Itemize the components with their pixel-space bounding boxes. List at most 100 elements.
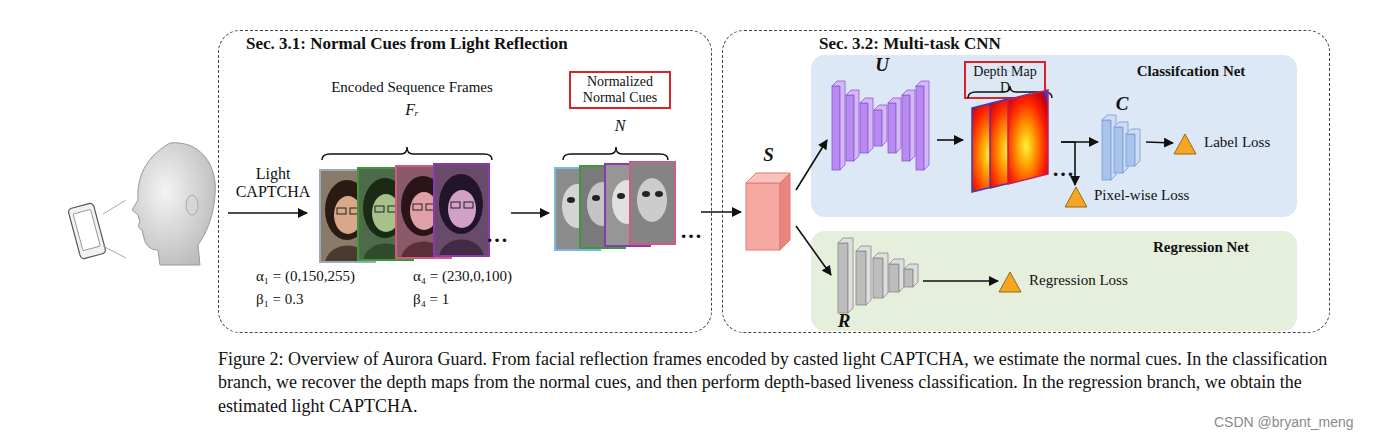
frame-face bbox=[334, 196, 362, 234]
frame-body bbox=[363, 244, 408, 261]
light-ray bbox=[103, 246, 126, 258]
frame-body bbox=[439, 240, 484, 257]
frame-border bbox=[320, 170, 375, 262]
feature-block bbox=[780, 173, 790, 250]
frame-face bbox=[372, 194, 400, 232]
frame-glasses bbox=[375, 206, 384, 212]
normal-cue-shading bbox=[580, 197, 588, 203]
figure-caption: Figure 2: Overview of Aurora Guard. From… bbox=[218, 348, 1368, 418]
normal-cue-shading bbox=[562, 184, 592, 228]
frame-face bbox=[448, 190, 476, 228]
loss-triangle bbox=[1174, 134, 1196, 154]
annotation-label: α₄ = (230,0,100) bbox=[413, 268, 563, 285]
connector-arrow bbox=[701, 211, 741, 213]
feature-block bbox=[746, 173, 790, 183]
annotation-label: … bbox=[680, 218, 710, 243]
watermark: CSDN @bryant_meng bbox=[1214, 414, 1384, 430]
branch-band: Regression NetRRegression Loss bbox=[811, 231, 1297, 331]
node-text: Encoded Sequence Frames bbox=[313, 79, 511, 96]
normal-cue-border bbox=[630, 162, 675, 244]
frame-glasses bbox=[413, 204, 422, 210]
node-text: Label Loss bbox=[1204, 134, 1284, 151]
branch-band: Classifcation Net U Depth Map D C Label Loss… bbox=[811, 55, 1297, 217]
normal-cue-shading bbox=[567, 197, 575, 203]
normal-cue-shading bbox=[630, 193, 638, 199]
annotation-label: α₁ = (0,150,255) bbox=[256, 268, 406, 285]
normal-cue-image bbox=[630, 162, 675, 244]
node-text: U bbox=[827, 54, 937, 76]
loss-node: Label Loss bbox=[1173, 132, 1285, 156]
frame-body bbox=[325, 246, 370, 263]
frame-hair bbox=[325, 180, 369, 240]
node-text: Sec. 3.1: Normal Cues from Light Reflect… bbox=[246, 34, 706, 54]
normal-cue-shading bbox=[617, 193, 625, 199]
normal-cues: Normalized Normal CuesN bbox=[549, 67, 701, 259]
node-text: S bbox=[741, 144, 796, 166]
classifier-block: C bbox=[1098, 93, 1146, 183]
curly-bracket bbox=[322, 147, 492, 160]
head-illustration bbox=[132, 143, 215, 265]
node-text: Pixel-wise Loss bbox=[1094, 187, 1204, 204]
frame-hair bbox=[401, 176, 445, 236]
frame-border bbox=[434, 164, 489, 256]
light-ray bbox=[103, 200, 126, 214]
frame-glasses bbox=[350, 208, 359, 214]
normal-cue-shading bbox=[587, 182, 617, 226]
normal-cue-border bbox=[555, 168, 600, 250]
normal-cue-image bbox=[580, 166, 625, 248]
phone-screen bbox=[73, 209, 100, 250]
node-text: Normalized Normal Cues bbox=[569, 71, 671, 109]
curly-bracket bbox=[563, 147, 668, 160]
node-text: Regression Loss bbox=[1029, 272, 1139, 289]
normal-cue-shading bbox=[592, 195, 600, 201]
frame-glasses bbox=[451, 202, 460, 208]
frame-background bbox=[358, 168, 413, 260]
loss-node: Regression Loss bbox=[998, 270, 1133, 294]
normal-cue-shading bbox=[605, 195, 613, 201]
depth-maps: Depth Map D bbox=[963, 59, 1061, 194]
node-text: C bbox=[1098, 93, 1146, 115]
frame-hair bbox=[439, 174, 483, 234]
loss-triangle bbox=[999, 272, 1021, 292]
phone-body bbox=[68, 203, 107, 260]
head-ear bbox=[186, 195, 198, 215]
shared-block: S bbox=[741, 143, 796, 255]
normal-cue-image bbox=[555, 168, 600, 250]
frame-body bbox=[401, 242, 446, 259]
normal-cue-shading bbox=[642, 191, 650, 197]
annotation-label: Light CAPTCHA bbox=[234, 165, 312, 202]
frame-glasses bbox=[337, 208, 346, 214]
frame-background bbox=[320, 170, 375, 262]
node-text: Classifcation Net bbox=[1101, 63, 1281, 80]
regressor-block: R bbox=[831, 235, 923, 331]
node-text: R bbox=[831, 310, 857, 332]
frame-face bbox=[410, 192, 438, 230]
annotation-label: β₄ = 1 bbox=[413, 291, 513, 308]
normal-cue-image bbox=[605, 164, 650, 246]
node-text: N bbox=[549, 117, 691, 135]
loss-triangle-canvas bbox=[1064, 185, 1090, 209]
section-panel: Sec. 3.1: Normal Cues from Light Reflect… bbox=[218, 30, 712, 333]
connector-arrow bbox=[511, 212, 549, 214]
node-text: Fᵣ bbox=[313, 101, 511, 119]
frame-border bbox=[358, 168, 413, 260]
frame-sequence: Encoded Sequence FramesFᵣ bbox=[313, 77, 511, 267]
frame-glasses bbox=[426, 204, 435, 210]
annotation-label: … bbox=[486, 222, 516, 247]
normal-cue-shading bbox=[612, 180, 642, 224]
frame-border bbox=[396, 166, 451, 258]
loss-triangle-canvas bbox=[998, 270, 1024, 294]
loss-triangle-canvas bbox=[1173, 132, 1199, 156]
normal-cue-shading bbox=[655, 191, 663, 197]
annotation-label: β₁ = 0.3 bbox=[256, 291, 356, 308]
normal-cue-shading bbox=[637, 178, 667, 222]
loss-node: Pixel-wise Loss bbox=[1064, 185, 1199, 209]
input-arrow bbox=[228, 212, 307, 214]
unet-block: U bbox=[827, 53, 937, 175]
section-panel: Sec. 3.2: Multi-task CNNSClassifcation N… bbox=[722, 30, 1330, 333]
frame-hair bbox=[363, 178, 407, 238]
feature-block bbox=[746, 183, 780, 250]
normal-cue-border bbox=[580, 166, 625, 248]
node-text: Depth Map D bbox=[964, 61, 1046, 99]
